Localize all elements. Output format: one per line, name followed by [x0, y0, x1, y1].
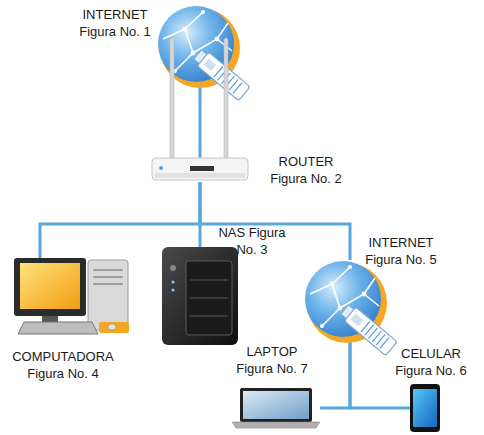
keyboard: [18, 322, 98, 334]
nas-body: [162, 247, 238, 345]
internet-globe: [305, 261, 397, 356]
device-label: CELULAR Figura No. 6: [386, 345, 476, 379]
device-node: LAPTOP Figura No. 7: [232, 388, 320, 428]
mouse: [108, 324, 116, 330]
device-node: CELULAR Figura No. 6: [410, 384, 440, 432]
router-icon: [152, 38, 248, 180]
router-antenna: [170, 38, 174, 162]
router-display: [190, 166, 214, 171]
device-node: NAS Figura No. 3: [162, 247, 238, 345]
router-antenna: [224, 38, 228, 162]
laptop-lid: [240, 388, 312, 422]
network-link: [320, 340, 350, 408]
router-light: [159, 166, 163, 170]
device-node: COMPUTADORA Figura No. 4: [14, 258, 130, 336]
monitor-stand: [42, 316, 58, 322]
nas-slots: [190, 280, 228, 316]
tower-drives: [93, 270, 123, 284]
phone-body: [410, 384, 440, 432]
device-label: INTERNET Figura No. 5: [356, 234, 446, 268]
router-body: [152, 158, 248, 180]
device-label: ROUTER Figura No. 2: [261, 153, 351, 187]
device-label: INTERNET Figura No. 1: [70, 6, 160, 40]
laptop-screen: [243, 391, 309, 419]
computer-icon: [14, 258, 129, 334]
device-node: INTERNET Figura No. 5: [304, 260, 384, 340]
laptop-icon: [232, 388, 320, 428]
phone-screen: [413, 389, 437, 427]
device-label: LAPTOP Figura No. 7: [229, 343, 315, 377]
router-front: [155, 173, 245, 178]
nas-light: [171, 280, 174, 283]
device-label: NAS Figura No. 3: [207, 224, 297, 258]
phone-icon: [410, 384, 440, 432]
nas-light: [171, 288, 174, 291]
network-link: [199, 85, 202, 158]
computer-monitor: [14, 258, 86, 316]
monitor-screen: [20, 263, 80, 309]
device-label: COMPUTADORA Figura No. 4: [7, 348, 119, 382]
nas-icon: [162, 247, 238, 345]
nas-button: [170, 265, 176, 271]
device-node: ROUTER Figura No. 2: [152, 158, 248, 182]
laptop-base: [232, 422, 320, 428]
device-node: INTERNET Figura No. 1: [157, 5, 237, 85]
network-link: [40, 182, 200, 258]
computer-tower: [88, 260, 128, 330]
nas-bay: [186, 261, 232, 335]
mouse-pad: [99, 322, 129, 333]
